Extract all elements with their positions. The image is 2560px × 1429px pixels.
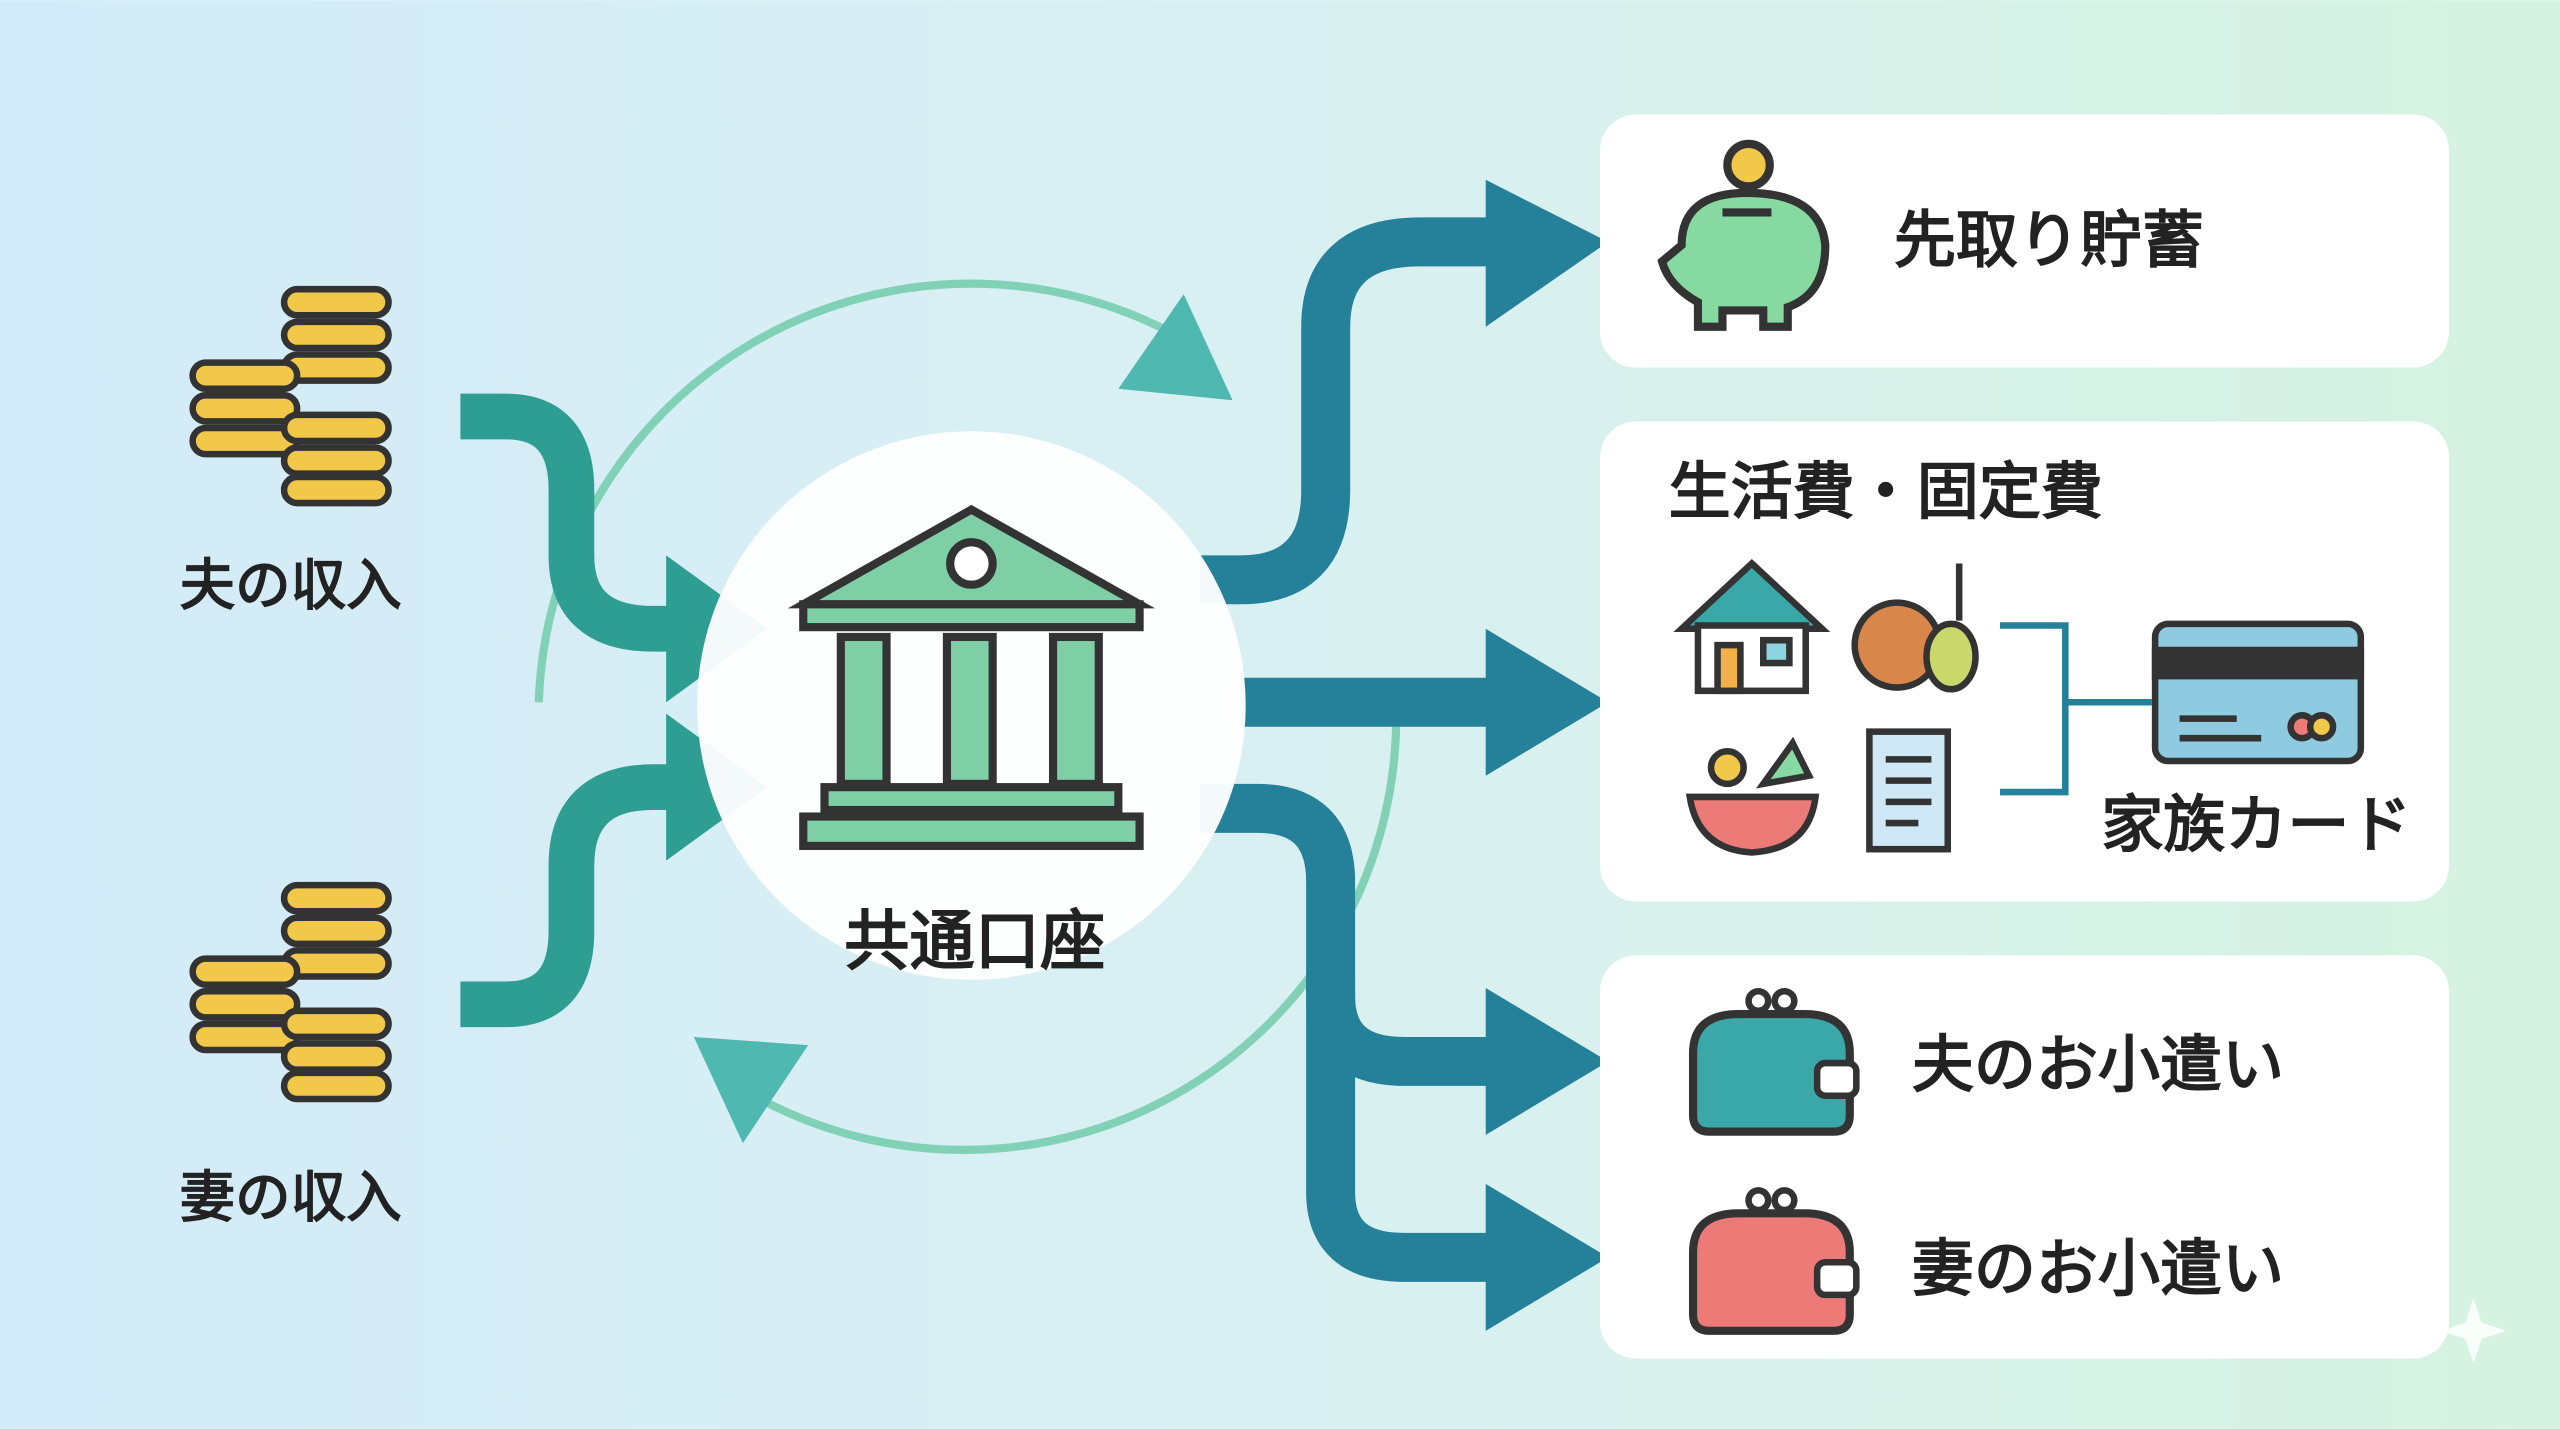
arrowhead — [1485, 628, 1609, 776]
family-card-label: 家族カード — [2101, 788, 2411, 861]
arrowhead — [1485, 987, 1609, 1135]
bank-icon — [787, 504, 1156, 851]
wife-allowance-label: 妻のお小遣い — [1912, 1232, 2284, 1305]
cycle-arrowhead-bottom — [693, 1036, 809, 1144]
husband-allowance-label: 夫のお小遣い — [1912, 1028, 2284, 1101]
bracket-connector — [2000, 622, 2152, 796]
wife-income-label: 妻の収入 — [180, 1166, 402, 1231]
living-expenses-card — [1600, 421, 2449, 902]
savings-card — [1600, 114, 2449, 368]
sparkle-icon — [2440, 1298, 2507, 1364]
arrowhead — [1485, 179, 1609, 327]
hub-label: 共通口座 — [844, 903, 1105, 979]
arrowhead — [1485, 1183, 1609, 1331]
husband-income-arrow — [460, 393, 686, 652]
savings-label: 先取り貯蓄 — [1894, 203, 2204, 276]
income-arrows — [460, 393, 686, 1028]
credit-card-icon — [2151, 620, 2365, 765]
output-arrows — [1200, 217, 1511, 1282]
cycle-arrowhead-top — [1118, 294, 1233, 401]
living-expenses-title: 生活費・固定費 — [1669, 455, 2103, 528]
food-icon — [1851, 563, 1979, 693]
husband-income-label: 夫の収入 — [180, 553, 402, 618]
piggy-bank-icon — [1657, 139, 1830, 331]
receipt-icon — [1866, 728, 1952, 853]
meal-bowl-icon — [1685, 736, 1820, 856]
wife-income-arrow — [460, 764, 686, 1028]
house-icon — [1673, 559, 1831, 695]
